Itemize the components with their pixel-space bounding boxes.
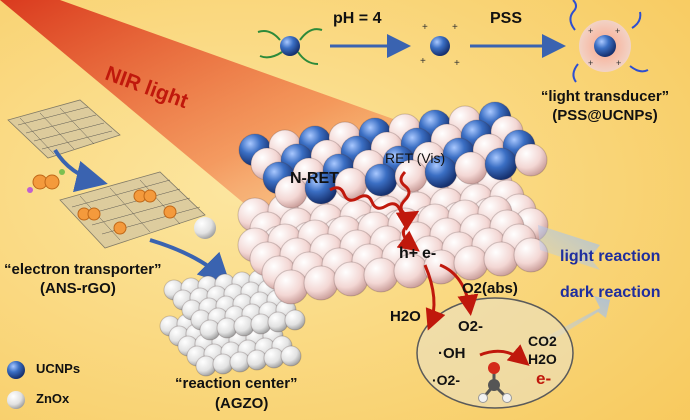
ans-rgo-sheet xyxy=(59,171,206,249)
hydroxyl-radical-label: ·OH xyxy=(438,345,466,362)
water-label: H2O xyxy=(390,308,421,325)
electron-transporter-label: “electron transporter” xyxy=(4,261,162,278)
ucnp-sphere xyxy=(484,147,518,181)
zno-sphere xyxy=(453,245,489,281)
svg-text:+: + xyxy=(616,58,621,68)
dark-reaction-label: dark reaction xyxy=(560,284,661,301)
zno-sphere xyxy=(363,257,399,293)
svg-text:+: + xyxy=(422,22,428,33)
zno-sphere xyxy=(454,151,488,185)
zno-sphere xyxy=(513,237,549,273)
superoxide-label: O2- xyxy=(458,318,484,335)
zno-sphere xyxy=(284,309,306,331)
zno-sphere xyxy=(273,269,309,305)
zno-particle xyxy=(194,217,216,239)
reaction-ellipse xyxy=(416,297,574,409)
zno-sphere xyxy=(483,241,519,277)
graphene-sheet xyxy=(7,99,121,159)
zno-sphere xyxy=(333,261,369,297)
functionalization-arrow xyxy=(53,148,108,193)
pss-label: PSS xyxy=(490,10,523,27)
zno-sphere xyxy=(280,345,302,367)
hole-arrow xyxy=(423,264,446,331)
h2o-product-label: H2O xyxy=(528,351,557,367)
legend-ucnp-ball xyxy=(7,361,25,379)
formaldehyde-molecule xyxy=(478,362,512,403)
ligand-ucnp-particle xyxy=(257,28,323,65)
light-transducer-label: “light transducer” xyxy=(540,88,670,105)
legend-zno-ball xyxy=(7,391,25,409)
svg-text:+: + xyxy=(588,26,593,36)
ans-rgo-label: (ANS-rGO) xyxy=(40,280,116,297)
agzo-label: (AGZO) xyxy=(215,395,269,412)
n-ret-label: N-RET xyxy=(290,170,339,187)
assembly-arrow xyxy=(149,238,231,286)
co2-label: CO2 xyxy=(528,333,557,349)
ph-label: pH = 4 xyxy=(333,10,382,27)
electron-label: e- xyxy=(422,245,437,262)
electron-arrow xyxy=(439,263,479,316)
superoxide-radical-label: ·O2- xyxy=(432,372,460,388)
svg-text:+: + xyxy=(452,22,458,33)
legend-zno-label: ZnOx xyxy=(36,391,70,406)
agzo-cluster xyxy=(159,269,306,377)
ucnp-sphere xyxy=(364,163,398,197)
svg-text:+: + xyxy=(615,26,620,36)
o2-abs-label: O2(abs) xyxy=(462,280,518,297)
ans-molecule xyxy=(27,169,65,193)
svg-text:+: + xyxy=(454,58,460,69)
hole-label: h+ xyxy=(399,245,419,262)
light-reaction-label: light reaction xyxy=(560,248,661,265)
legend-ucnps-label: UCNPs xyxy=(36,361,81,376)
svg-text:+: + xyxy=(420,56,426,67)
svg-text:+: + xyxy=(588,58,593,68)
pss-coated-ucnp: + + + + xyxy=(569,0,649,83)
zno-sphere xyxy=(514,143,548,177)
charged-ucnp-particle: + + + + xyxy=(420,22,460,69)
pss-ucnps-label: (PSS@UCNPs) xyxy=(552,107,658,124)
light-reaction-arrow xyxy=(538,225,600,270)
ret-vis-label: RET (Vis) xyxy=(385,150,446,166)
reaction-center-label: “reaction center” xyxy=(175,375,298,392)
zno-sphere xyxy=(303,265,339,301)
ret-vis-wave xyxy=(396,170,420,252)
oxidation-arrow xyxy=(479,344,530,366)
electron-product-label: e- xyxy=(536,369,552,388)
